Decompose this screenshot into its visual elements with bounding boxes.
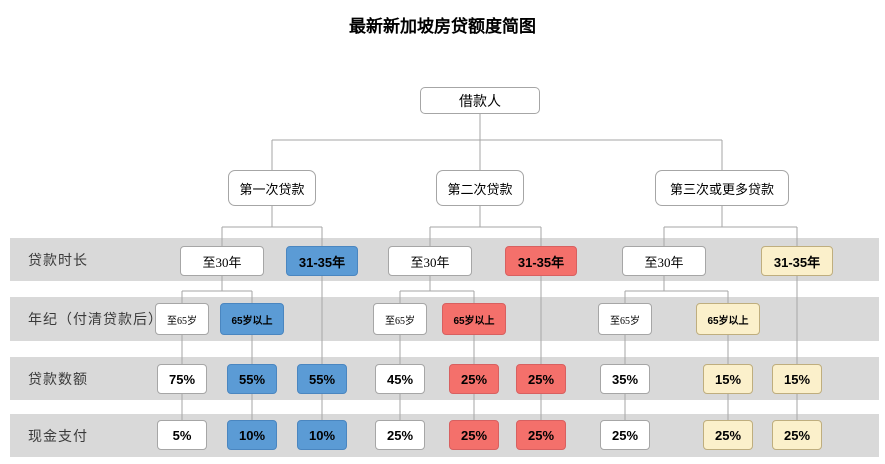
node-loan-b2-c2: 25% bbox=[449, 364, 499, 394]
node-cash-b1-c2: 10% bbox=[227, 420, 277, 450]
node-age-b1-over65: 65岁以上 bbox=[220, 303, 284, 335]
node-cash-b3-c2: 25% bbox=[703, 420, 753, 450]
node-loan-b1-c1: 75% bbox=[157, 364, 207, 394]
node-third-or-more-loan: 第三次或更多贷款 bbox=[655, 170, 789, 206]
node-duration-b3-31-35: 31-35年 bbox=[761, 246, 833, 276]
row-header-loan-amount: 贷款数额 bbox=[28, 372, 88, 388]
node-loan-b3-c3: 15% bbox=[772, 364, 822, 394]
node-loan-b3-c1: 35% bbox=[600, 364, 650, 394]
node-age-b2-to65: 至65岁 bbox=[373, 303, 427, 335]
node-duration-b2-31-35: 31-35年 bbox=[505, 246, 577, 276]
node-loan-b1-c3: 55% bbox=[297, 364, 347, 394]
node-loan-b3-c2: 15% bbox=[703, 364, 753, 394]
node-age-b2-over65: 65岁以上 bbox=[442, 303, 506, 335]
node-loan-b1-c2: 55% bbox=[227, 364, 277, 394]
node-cash-b3-c1: 25% bbox=[600, 420, 650, 450]
node-borrower: 借款人 bbox=[420, 87, 540, 114]
node-first-loan: 第一次贷款 bbox=[228, 170, 316, 206]
node-duration-b3-to30: 至30年 bbox=[622, 246, 706, 276]
node-second-loan: 第二次贷款 bbox=[436, 170, 524, 206]
row-header-duration: 贷款时长 bbox=[28, 253, 88, 269]
node-age-b3-to65: 至65岁 bbox=[598, 303, 652, 335]
node-cash-b1-c1: 5% bbox=[157, 420, 207, 450]
row-header-age: 年纪（付清贷款后） bbox=[28, 313, 163, 328]
node-cash-b1-c3: 10% bbox=[297, 420, 347, 450]
node-loan-b2-c1: 45% bbox=[375, 364, 425, 394]
node-duration-b1-31-35: 31-35年 bbox=[286, 246, 358, 276]
node-duration-b2-to30: 至30年 bbox=[388, 246, 472, 276]
node-age-b3-over65: 65岁以上 bbox=[696, 303, 760, 335]
node-cash-b2-c3: 25% bbox=[516, 420, 566, 450]
node-cash-b3-c3: 25% bbox=[772, 420, 822, 450]
row-header-cash-payment: 现金支付 bbox=[28, 429, 88, 445]
node-age-b1-to65: 至65岁 bbox=[155, 303, 209, 335]
node-duration-b1-to30: 至30年 bbox=[180, 246, 264, 276]
node-cash-b2-c2: 25% bbox=[449, 420, 499, 450]
diagram-title: 最新新加坡房贷额度简图 bbox=[349, 17, 536, 36]
node-cash-b2-c1: 25% bbox=[375, 420, 425, 450]
node-loan-b2-c3: 25% bbox=[516, 364, 566, 394]
